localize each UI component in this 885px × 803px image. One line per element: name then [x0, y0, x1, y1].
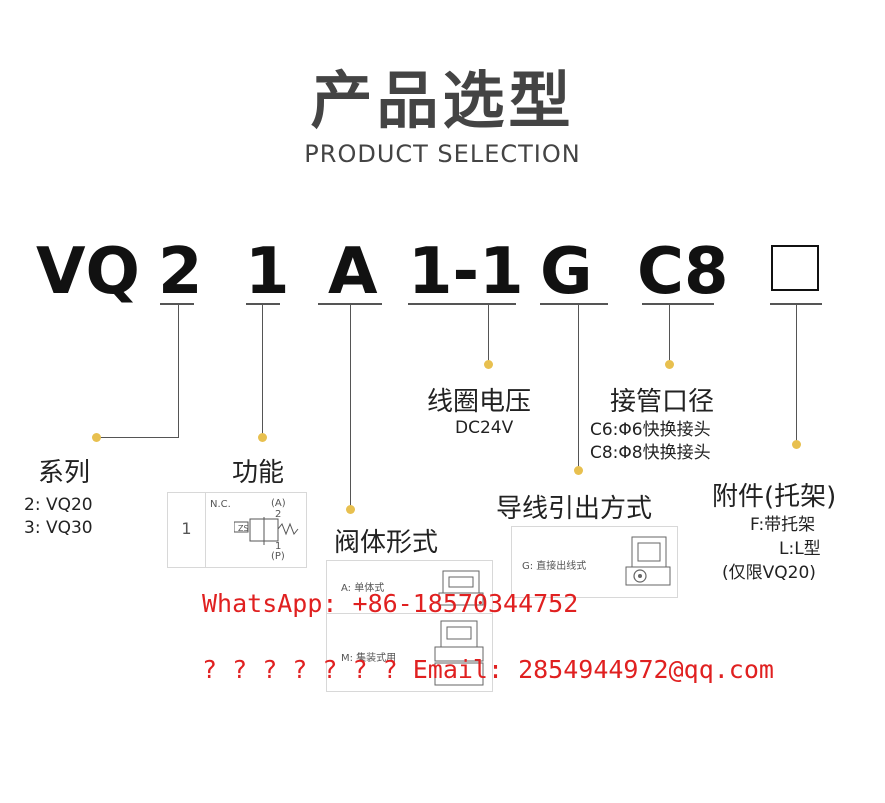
code-voltage: 1-1 [408, 235, 524, 309]
code-size: 2 [158, 235, 203, 309]
lead-option-g: G: 直接出线式 [522, 561, 587, 572]
code-accessory-box [771, 245, 819, 291]
port-label: 接管口径 [610, 387, 715, 417]
leader-port [669, 304, 670, 362]
underline-lead [540, 303, 608, 305]
leader-accessory [796, 304, 797, 444]
series-option-2: 3: VQ30 [24, 518, 93, 538]
function-panel-divider [205, 493, 206, 567]
function-num-1: 1 [275, 541, 282, 552]
series-option-1: 2: VQ20 [24, 495, 93, 515]
body-label: 阀体形式 [334, 528, 439, 558]
dot-body [346, 505, 355, 514]
leader-series-h [97, 437, 179, 438]
leader-function [262, 304, 263, 437]
function-symbol-index: 1 [181, 519, 192, 538]
leader-series-v [178, 304, 179, 437]
accessory-option-2: L:L型 [779, 539, 821, 559]
port-option-1: C6:Φ6快换接头 [590, 420, 711, 440]
leader-body [350, 304, 351, 508]
manifold-valve-icon [434, 620, 484, 686]
underline-voltage [408, 303, 516, 305]
lead-type-panel: G: 直接出线式 [511, 526, 678, 598]
watermark-email: ? ? ? ? ? ? ? Email: 2854944972@qq.com [202, 655, 774, 684]
series-label: 系列 [38, 458, 91, 488]
body-option-a: A: 单体式 [341, 583, 385, 594]
accessory-option-3: (仅限VQ20) [722, 563, 816, 583]
dot-port [665, 360, 674, 369]
underline-function [246, 303, 280, 305]
leader-voltage [488, 304, 489, 362]
underline-size [160, 303, 194, 305]
body-panel-divider [327, 613, 492, 614]
voltage-label: 线圈电压 [427, 387, 532, 417]
page-title: 产品选型 [310, 64, 575, 137]
dot-series [92, 433, 101, 442]
function-symbol-panel: 1 N.C. (A) 2 1 (P) ZS [167, 492, 307, 568]
dot-lead [574, 466, 583, 475]
dot-accessory [792, 440, 801, 449]
code-series: VQ [36, 235, 140, 309]
dot-function [258, 433, 267, 442]
code-body: A [328, 235, 378, 309]
function-num-2: 2 [275, 509, 282, 520]
body-option-m: M: 集装式用 [341, 653, 397, 664]
accessory-option-1: F:带托架 [750, 515, 816, 535]
coil-connector-icon [625, 536, 671, 586]
function-port-a: (A) [271, 498, 286, 509]
function-nc: N.C. [210, 499, 231, 510]
leader-lead [578, 304, 579, 469]
watermark-whatsapp: WhatsApp: +86-18570344752 [202, 589, 579, 618]
function-zs: ZS [238, 524, 249, 533]
function-port-p: (P) [271, 551, 285, 562]
single-body-valve-icon [438, 570, 484, 606]
code-function: 1 [245, 235, 290, 309]
voltage-value: DC24V [455, 418, 514, 438]
accessory-label: 附件(托架) [712, 482, 837, 512]
port-option-2: C8:Φ8快换接头 [590, 443, 711, 463]
body-type-panel: A: 单体式 M: 集装式用 [326, 560, 493, 692]
lead-label: 导线引出方式 [496, 494, 653, 524]
page-subtitle: PRODUCT SELECTION [304, 140, 581, 168]
underline-port [642, 303, 714, 305]
code-port: C8 [637, 235, 729, 309]
code-lead: G [540, 235, 593, 309]
function-label: 功能 [232, 458, 285, 488]
valve-symbol-icon [234, 517, 299, 545]
dot-voltage [484, 360, 493, 369]
